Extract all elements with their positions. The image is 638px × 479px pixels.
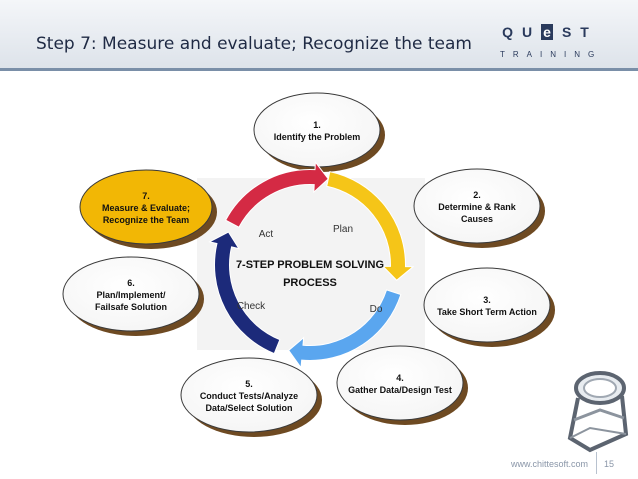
act-arrow bbox=[225, 160, 329, 228]
step-oval-3 bbox=[423, 267, 551, 343]
slide-header bbox=[0, 0, 638, 68]
logo-text-right: ST bbox=[561, 24, 598, 40]
step-number: 4. bbox=[396, 373, 404, 383]
step-number: 3. bbox=[483, 295, 491, 305]
cycle-label-do: Do bbox=[370, 304, 383, 315]
step-label: Recognize the Team bbox=[103, 215, 189, 225]
step-number: 5. bbox=[245, 379, 253, 389]
step-label: Determine & Rank bbox=[438, 202, 517, 212]
logo-subtext: TRAINING bbox=[500, 50, 603, 59]
step-label: Measure & Evaluate; bbox=[102, 203, 190, 213]
check-arrow bbox=[208, 231, 281, 355]
step-label: Gather Data/Design Test bbox=[348, 385, 452, 395]
do-arrow bbox=[288, 289, 402, 369]
step-number: 7. bbox=[142, 191, 150, 201]
logo-text-e: e bbox=[541, 24, 553, 40]
step-oval-6 bbox=[62, 256, 200, 332]
page-number: 15 bbox=[604, 459, 615, 469]
step-oval-1 bbox=[253, 92, 381, 168]
step-number: 1. bbox=[313, 120, 321, 130]
magnifier-icon bbox=[567, 371, 629, 453]
step-label: Data/Select Solution bbox=[205, 403, 292, 413]
cycle-label-act: Act bbox=[259, 229, 274, 240]
center-title-line: PROCESS bbox=[283, 277, 337, 289]
step-oval-7 bbox=[79, 169, 213, 245]
plan-arrow bbox=[326, 170, 415, 281]
page-title: Step 7: Measure and evaluate; Recognize … bbox=[36, 34, 472, 54]
step-label: Take Short Term Action bbox=[437, 307, 537, 317]
step-label: Plan/Implement/ bbox=[96, 290, 166, 300]
step-oval-2 bbox=[413, 168, 541, 244]
step-label: Causes bbox=[461, 214, 493, 224]
center-title-line: 7-STEP PROBLEM SOLVING bbox=[236, 259, 384, 271]
step-label: Failsafe Solution bbox=[95, 302, 167, 312]
step-oval-5 bbox=[180, 357, 318, 433]
footer-divider bbox=[596, 452, 597, 474]
footer-url: www.chittesoft.com bbox=[511, 459, 589, 469]
step-label: Identify the Problem bbox=[274, 132, 361, 142]
step-number: 6. bbox=[127, 278, 135, 288]
cycle-label-check: Check bbox=[237, 301, 266, 312]
step-label: Conduct Tests/Analyze bbox=[200, 391, 298, 401]
header-divider bbox=[0, 68, 638, 71]
cycle-label-plan: Plan bbox=[333, 224, 353, 235]
logo-text-left: QU bbox=[502, 24, 542, 40]
step-oval-4 bbox=[336, 345, 464, 421]
step-number: 2. bbox=[473, 190, 481, 200]
